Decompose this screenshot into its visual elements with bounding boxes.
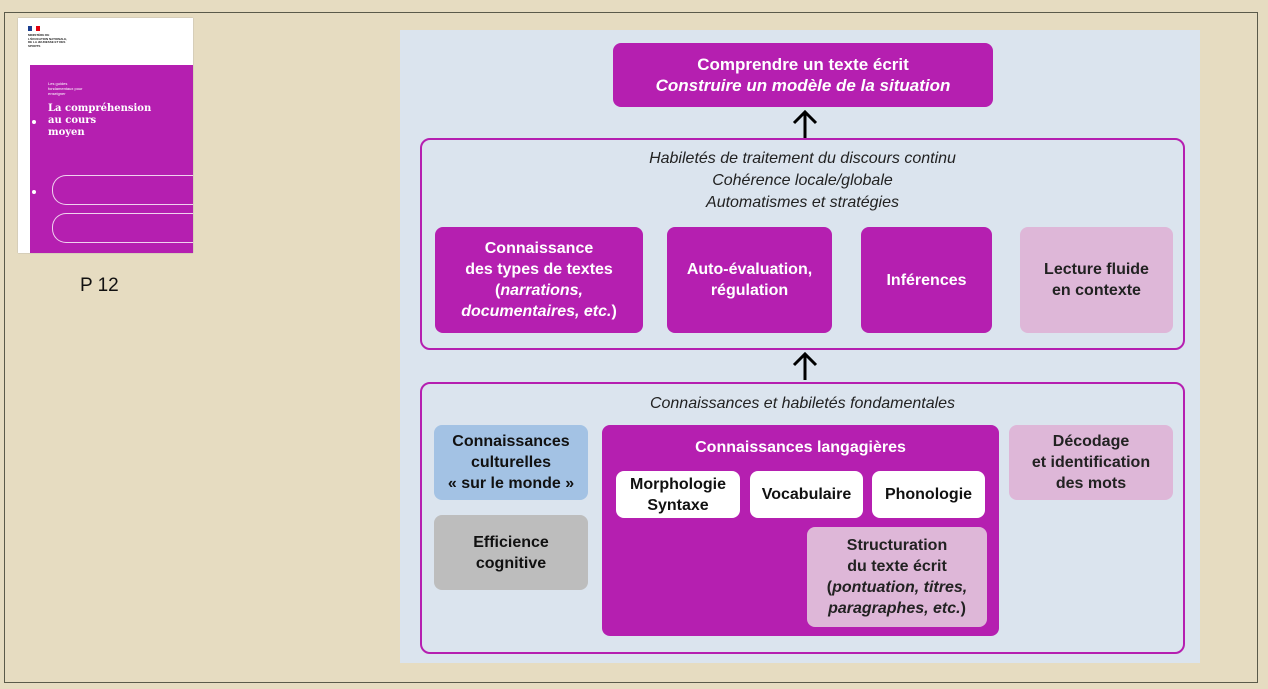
paren: ( bbox=[826, 579, 833, 596]
ministry-label: MINISTÈRE DE L'ÉDUCATION NATIONALE, DE L… bbox=[28, 33, 68, 48]
cover-title-line: au cours bbox=[48, 115, 97, 126]
cover-guide-label: Les guides fondamentaux pour enseigner bbox=[48, 81, 83, 96]
cover-dot-icon bbox=[32, 120, 36, 124]
fluent-reading-line: en contexte bbox=[1052, 282, 1141, 299]
cognitive-efficiency-box: Efficience cognitive bbox=[434, 515, 588, 590]
decoding-line: des mots bbox=[1055, 475, 1127, 492]
phonology-box: Phonologie bbox=[872, 471, 985, 518]
text-types-line: (narrations, bbox=[495, 280, 583, 301]
text-structuring-box: Structuration du texte écrit (pontuation… bbox=[807, 527, 987, 627]
discourse-skills-header: Habiletés de traitement du discours cont… bbox=[420, 148, 1185, 214]
cultural-line: culturelles bbox=[470, 454, 552, 471]
vocabulary-box: Vocabulaire bbox=[750, 471, 863, 518]
diagram-panel: Comprendre un texte écrit Construire un … bbox=[400, 30, 1200, 663]
discourse-header-line: Automatismes et stratégies bbox=[706, 194, 899, 211]
republic-flag-icon bbox=[28, 26, 40, 31]
cultural-knowledge-box: Connaissances culturelles « sur le monde… bbox=[434, 425, 588, 500]
cover-title-line: moyen bbox=[48, 127, 85, 138]
morphology-line: Morphologie bbox=[630, 475, 726, 493]
fluent-reading-box: Lecture fluide en contexte bbox=[1020, 227, 1173, 333]
text-types-example: narrations, bbox=[500, 282, 583, 299]
self-evaluation-box: Auto-évaluation, régulation bbox=[667, 227, 832, 333]
self-evaluation-line: Auto-évaluation, bbox=[686, 261, 813, 278]
structuring-line: paragraphes, etc.) bbox=[828, 598, 966, 619]
cultural-line: Connaissances bbox=[452, 433, 570, 450]
paren: ) bbox=[960, 600, 966, 617]
discourse-header-line: Habiletés de traitement du discours cont… bbox=[649, 150, 956, 167]
guide-cover-image: MINISTÈRE DE L'ÉDUCATION NATIONALE, DE L… bbox=[18, 18, 193, 253]
structuring-example: paragraphes, etc. bbox=[828, 600, 961, 617]
text-types-line: documentaires, etc.) bbox=[461, 301, 617, 322]
cognitive-line: Efficience bbox=[473, 533, 549, 551]
language-knowledge-title: Connaissances langagières bbox=[695, 439, 906, 456]
inferences-box: Inférences bbox=[861, 227, 992, 333]
cover-title: La compréhension au cours moyen bbox=[48, 103, 188, 139]
cultural-line: « sur le monde » bbox=[447, 475, 575, 492]
inferences-label: Inférences bbox=[886, 271, 967, 289]
fluent-reading-line: Lecture fluide bbox=[1044, 261, 1149, 278]
decoding-line: Décodage bbox=[1052, 433, 1130, 450]
goal-subtitle: Construire un modèle de la situation bbox=[655, 76, 951, 95]
vocabulary-label: Vocabulaire bbox=[761, 486, 852, 503]
structuring-line: Structuration bbox=[846, 537, 948, 554]
fundamentals-header: Connaissances et habiletés fondamentales bbox=[649, 395, 956, 412]
text-types-box: Connaissance des types de textes (narrat… bbox=[435, 227, 643, 333]
goal-box: Comprendre un texte écrit Construire un … bbox=[613, 43, 993, 107]
phonology-label: Phonologie bbox=[884, 486, 973, 503]
up-arrow-icon bbox=[792, 109, 818, 138]
cover-wave-icon bbox=[52, 213, 193, 243]
structuring-line: du texte écrit bbox=[847, 558, 947, 575]
text-types-line: des types de textes bbox=[465, 261, 613, 278]
decoding-box: Décodage et identification des mots bbox=[1009, 425, 1173, 500]
cover-wave-icon bbox=[52, 175, 193, 205]
page-reference: P 12 bbox=[80, 275, 119, 296]
paren: ) bbox=[611, 303, 617, 320]
text-types-line: Connaissance bbox=[484, 240, 594, 257]
decoding-line: et identification bbox=[1031, 454, 1151, 471]
self-evaluation-line: régulation bbox=[710, 282, 789, 299]
structuring-line: (pontuation, titres, bbox=[827, 577, 967, 598]
fundamentals-frame bbox=[420, 382, 1185, 654]
text-types-example: documentaires, etc. bbox=[461, 303, 612, 320]
cognitive-line: cognitive bbox=[475, 554, 547, 572]
morphology-syntax-box: Morphologie Syntaxe bbox=[616, 471, 740, 518]
cover-dot-icon bbox=[32, 190, 36, 194]
up-arrow-icon bbox=[792, 351, 818, 380]
discourse-header-line: Cohérence locale/globale bbox=[712, 172, 893, 189]
goal-title: Comprendre un texte écrit bbox=[697, 55, 909, 74]
cover-header: MINISTÈRE DE L'ÉDUCATION NATIONALE, DE L… bbox=[18, 18, 193, 65]
paren: ( bbox=[494, 282, 501, 299]
slide-frame bbox=[4, 12, 1258, 683]
cover-title-line: La compréhension bbox=[48, 103, 152, 114]
cover-body: Les guides fondamentaux pour enseigner L… bbox=[30, 65, 193, 253]
discourse-skills-frame bbox=[420, 138, 1185, 350]
structuring-example: pontuation, titres, bbox=[832, 579, 968, 596]
morphology-line: Syntaxe bbox=[647, 496, 709, 514]
